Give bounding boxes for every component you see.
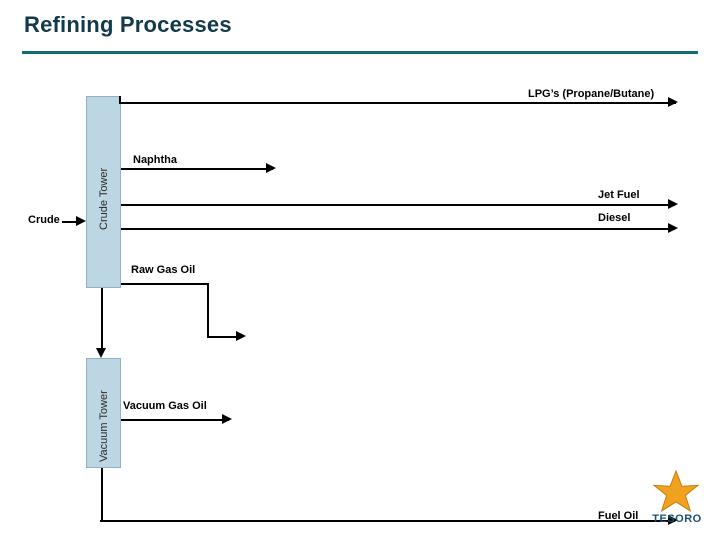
stream-label-lpg: LPG’s (Propane/Butane): [528, 88, 655, 100]
jet-fuel-line: [121, 204, 675, 206]
vacuum-gas-oil-line: [121, 419, 229, 421]
page-title: Refining Processes: [24, 12, 232, 37]
raw-gas-oil-arrow: [236, 331, 246, 341]
naphtha-arrow: [266, 163, 276, 173]
tesoro-logo: [652, 470, 700, 516]
vacuum-tower-shape: [86, 358, 121, 468]
crude-to-vacuum-line: [101, 288, 103, 350]
crude-feed-line: [62, 221, 80, 223]
raw-gas-oil-out-line: [207, 336, 241, 338]
diesel-line: [121, 228, 675, 230]
vacuum-gas-oil-arrow: [222, 414, 232, 424]
stream-label-diesel: Diesel: [598, 212, 631, 224]
lpg-line: [119, 102, 676, 104]
diesel-arrow: [668, 223, 678, 233]
stream-label-fuel-oil: Fuel Oil: [598, 510, 639, 522]
stream-label-jet-fuel: Jet Fuel: [598, 189, 640, 201]
crude-to-vacuum-arrow: [96, 348, 106, 358]
stream-label-vacuum-gas-oil: Vacuum Gas Oil: [123, 400, 207, 412]
lpg-arrow: [668, 97, 678, 107]
lpg-riser-line: [119, 96, 121, 103]
fuel-oil-downcomer: [101, 468, 103, 521]
stream-label-crude: Crude: [28, 214, 60, 226]
tesoro-logo-text: TESORO: [652, 513, 702, 525]
raw-gas-oil-downcomer: [207, 283, 209, 337]
fuel-oil-arrow: [668, 515, 678, 525]
vacuum-tower-label: Vacuum Tower: [98, 390, 110, 462]
jet-fuel-arrow: [668, 199, 678, 209]
fuel-oil-line: [100, 520, 675, 522]
crude-tower-shape: [86, 96, 121, 288]
stream-label-raw-gas-oil: Raw Gas Oil: [131, 264, 196, 276]
crude-feed-arrow: [76, 216, 86, 226]
star-icon: [652, 470, 700, 513]
title-divider: [22, 51, 698, 54]
crude-tower-label: Crude Tower: [98, 167, 110, 230]
stream-label-naphtha: Naphtha: [133, 154, 177, 166]
raw-gas-oil-line: [121, 283, 209, 285]
naphtha-line: [121, 168, 273, 170]
